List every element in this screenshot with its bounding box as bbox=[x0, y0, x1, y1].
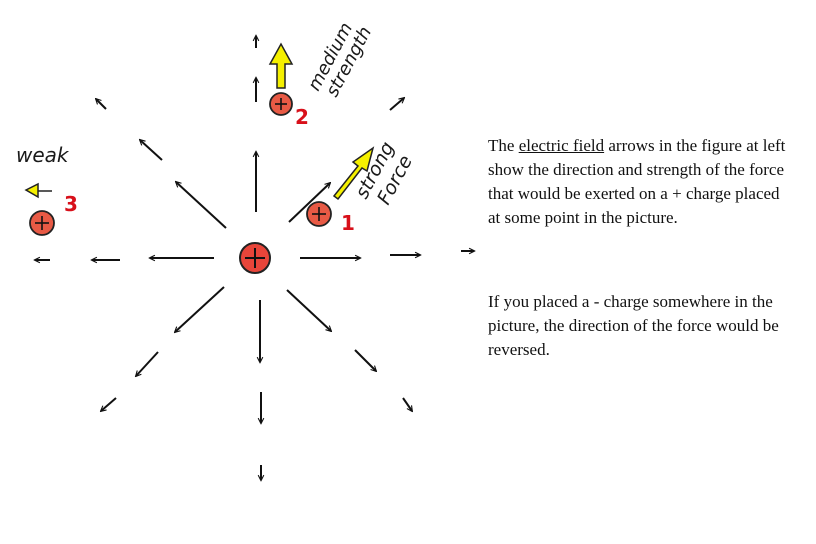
test-charge-2-number: 2 bbox=[295, 105, 309, 129]
weak-label: weak bbox=[16, 143, 70, 167]
field-arrow bbox=[175, 286, 225, 332]
description-text-before: The bbox=[488, 136, 515, 155]
field-arrow bbox=[140, 140, 163, 161]
force-arrow-medium bbox=[268, 42, 294, 89]
field-arrow bbox=[389, 98, 404, 111]
field-arrow bbox=[136, 351, 159, 376]
test-charge-1-number: 1 bbox=[341, 211, 355, 235]
field-arrow bbox=[286, 289, 331, 331]
field-arrow bbox=[101, 397, 117, 411]
electric-field-term: electric field bbox=[518, 136, 605, 155]
source-charge bbox=[239, 242, 271, 274]
test-charge-1 bbox=[306, 201, 332, 227]
field-arrow bbox=[96, 99, 107, 110]
test-charge-3-number: 3 bbox=[64, 192, 78, 216]
description-text-after: arrows in the figure at left show the di… bbox=[488, 136, 786, 227]
field-arrow bbox=[288, 183, 330, 223]
description-paragraph-2: If you placed a - charge somewhere in th… bbox=[488, 292, 779, 359]
description-paragraph-1: The electric field arrows in the figure … bbox=[488, 134, 788, 230]
test-charge-3 bbox=[29, 210, 55, 236]
force-arrow-strong bbox=[332, 146, 375, 201]
field-arrow bbox=[402, 397, 412, 411]
field-arrows bbox=[35, 36, 474, 480]
field-arrow bbox=[176, 182, 227, 229]
field-arrow bbox=[354, 349, 376, 371]
test-charge-2 bbox=[269, 92, 293, 116]
force-arrow-weak bbox=[24, 182, 52, 199]
